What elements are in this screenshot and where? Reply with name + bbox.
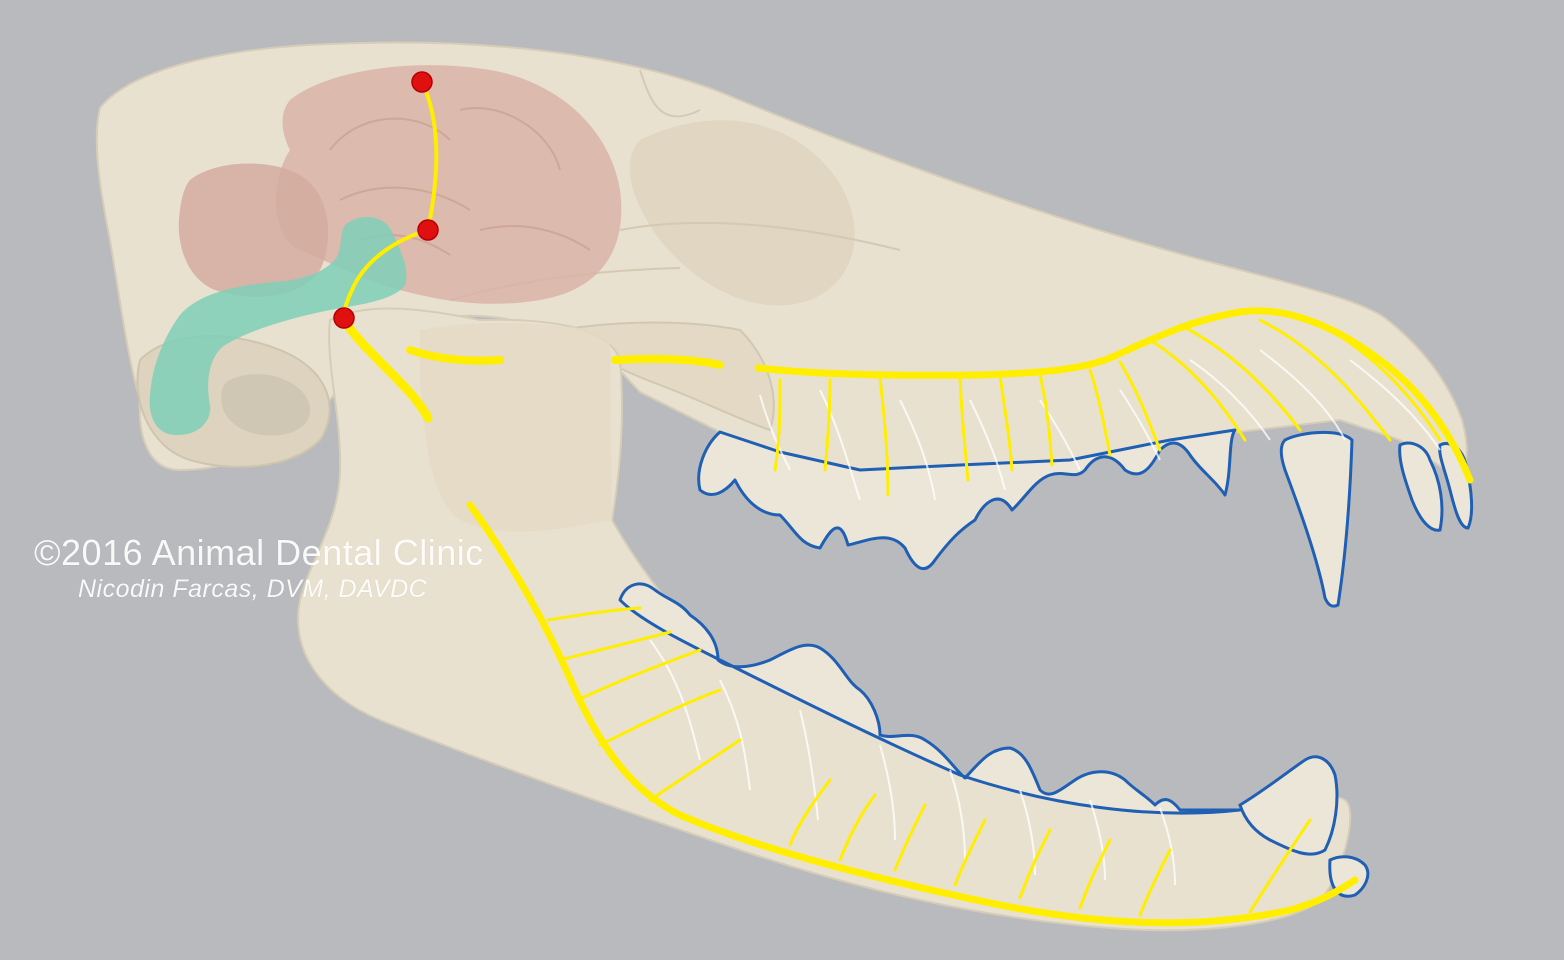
nerve-points (333, 71, 439, 329)
orbit-shading (629, 120, 855, 306)
lower-molars (618, 582, 1242, 815)
nerves (339, 80, 1474, 927)
lower-dental-branches (546, 606, 1312, 917)
trigeminal-trunk (339, 315, 433, 423)
lower-canine (1238, 755, 1339, 856)
brain (149, 65, 622, 436)
inferior-alveolar-nerve (466, 501, 1359, 927)
ramus (420, 323, 612, 532)
nerve-point-cortex (411, 71, 433, 93)
tympanic-bulla (221, 374, 311, 436)
upper-dental-branches (773, 318, 1442, 497)
cerebellum (178, 163, 329, 297)
brainstem (149, 216, 407, 436)
nerve-point-brainstem (333, 307, 355, 329)
maxillary-branch-rear (406, 346, 724, 369)
nerve-point-thalamus (417, 219, 439, 241)
upper-teeth (697, 428, 1474, 608)
upper-canine (1279, 430, 1354, 608)
upper-molars (697, 428, 1237, 571)
infraorbital-nerve (754, 307, 1474, 484)
central-nerve-pathway (341, 80, 439, 322)
mandible (297, 307, 1352, 932)
tooth-roots (649, 349, 1441, 886)
brain-folds (329, 107, 591, 256)
lower-teeth (618, 582, 1370, 898)
